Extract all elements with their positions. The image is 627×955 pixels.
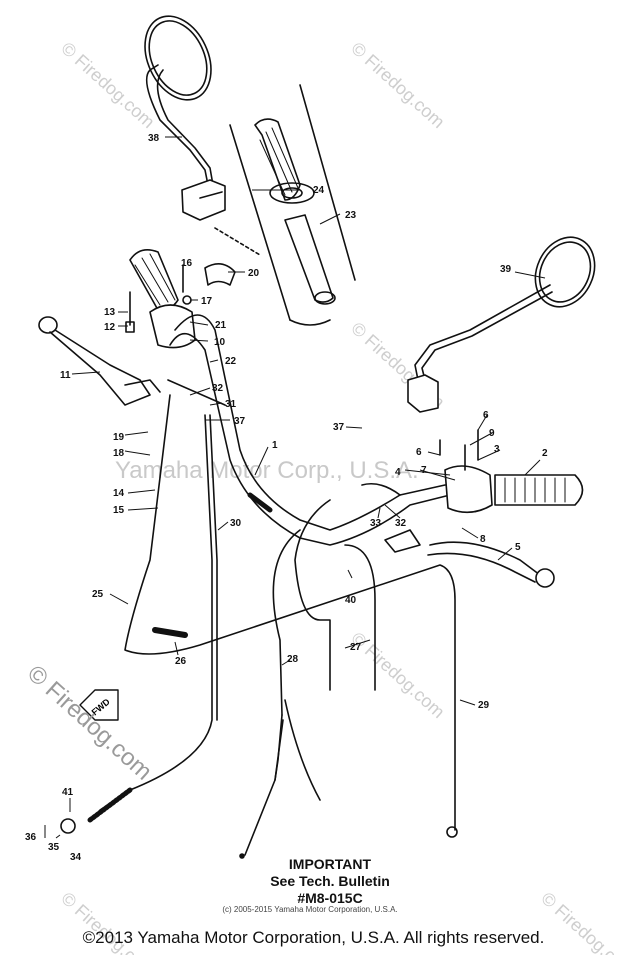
callout-2: 2 (542, 448, 548, 459)
callout-34: 34 (70, 852, 82, 863)
left-grip-assembly (125, 249, 236, 349)
important-line-2: #M8-015C (297, 890, 363, 906)
clutch-lever (38, 316, 161, 406)
callout-8: 8 (480, 534, 486, 545)
copyright-footer: ©2013 Yamaha Motor Corporation, U.S.A. A… (82, 928, 545, 947)
callout-12: 12 (104, 322, 116, 333)
callout-32-left: 32 (212, 383, 224, 394)
right-mirror (407, 236, 596, 413)
callout-29: 29 (478, 700, 490, 711)
callout-6: 6 (483, 410, 489, 421)
callout-19: 19 (113, 432, 125, 443)
callout-9: 9 (489, 428, 495, 439)
callout-6b: 6 (416, 447, 422, 458)
left-mirror (144, 15, 226, 221)
callout-22: 22 (225, 356, 237, 367)
small-copyright: (c) 2005-2015 Yamaha Motor Corporation, … (222, 905, 398, 914)
important-heading: IMPORTANT (288, 856, 372, 872)
callout-39: 39 (500, 264, 512, 275)
callout-28: 28 (287, 654, 299, 665)
callout-30: 30 (230, 518, 242, 529)
callout-23: 23 (345, 210, 357, 221)
callout-37-left: 37 (234, 416, 246, 427)
callout-16: 16 (181, 258, 193, 269)
callout-11: 11 (60, 370, 71, 381)
callout-13: 13 (104, 307, 116, 318)
callout-5: 5 (515, 542, 521, 553)
callout-25: 25 (92, 589, 104, 600)
callout-31: 31 (225, 399, 237, 410)
callout-15: 15 (113, 505, 125, 516)
right-grip-assembly (361, 429, 584, 588)
callout-36: 36 (25, 832, 37, 843)
grip-inset (214, 84, 356, 326)
callout-38: 38 (148, 133, 160, 144)
callout-4: 4 (395, 467, 401, 478)
callout-21: 21 (215, 320, 227, 331)
callout-35: 35 (48, 842, 60, 853)
callout-14: 14 (113, 488, 125, 499)
cables (60, 394, 458, 859)
callout-17: 17 (201, 296, 213, 307)
svg-text:© Firedog.com: © Firedog.com (347, 38, 448, 132)
callout-20: 20 (248, 268, 260, 279)
important-line-1: See Tech. Bulletin (270, 873, 390, 889)
callout-10: 10 (214, 337, 226, 348)
callout-27: 27 (350, 642, 362, 653)
callout-18: 18 (113, 448, 125, 459)
callout-33: 33 (370, 518, 382, 529)
fwd-arrow-icon (79, 689, 119, 721)
callout-41: 41 (62, 787, 74, 798)
callout-32-right: 32 (395, 518, 407, 529)
important-note: IMPORTANT See Tech. Bulletin #M8-015C (240, 856, 420, 907)
leader-lines (44, 136, 546, 839)
callout-1: 1 (272, 440, 278, 451)
callout-40: 40 (345, 595, 357, 606)
callout-24: 24 (313, 185, 325, 196)
svg-text:© Firedog.com: © Firedog.com (57, 38, 158, 132)
center-watermark: Yamaha Motor Corp., U.S.A. (115, 457, 419, 484)
callout-3: 3 (494, 444, 500, 455)
callout-7: 7 (421, 465, 427, 476)
callout-26: 26 (175, 656, 187, 667)
callout-37-right: 37 (333, 422, 345, 433)
callouts: 38 24 23 16 20 17 13 12 21 10 22 11 32 3… (25, 133, 548, 863)
